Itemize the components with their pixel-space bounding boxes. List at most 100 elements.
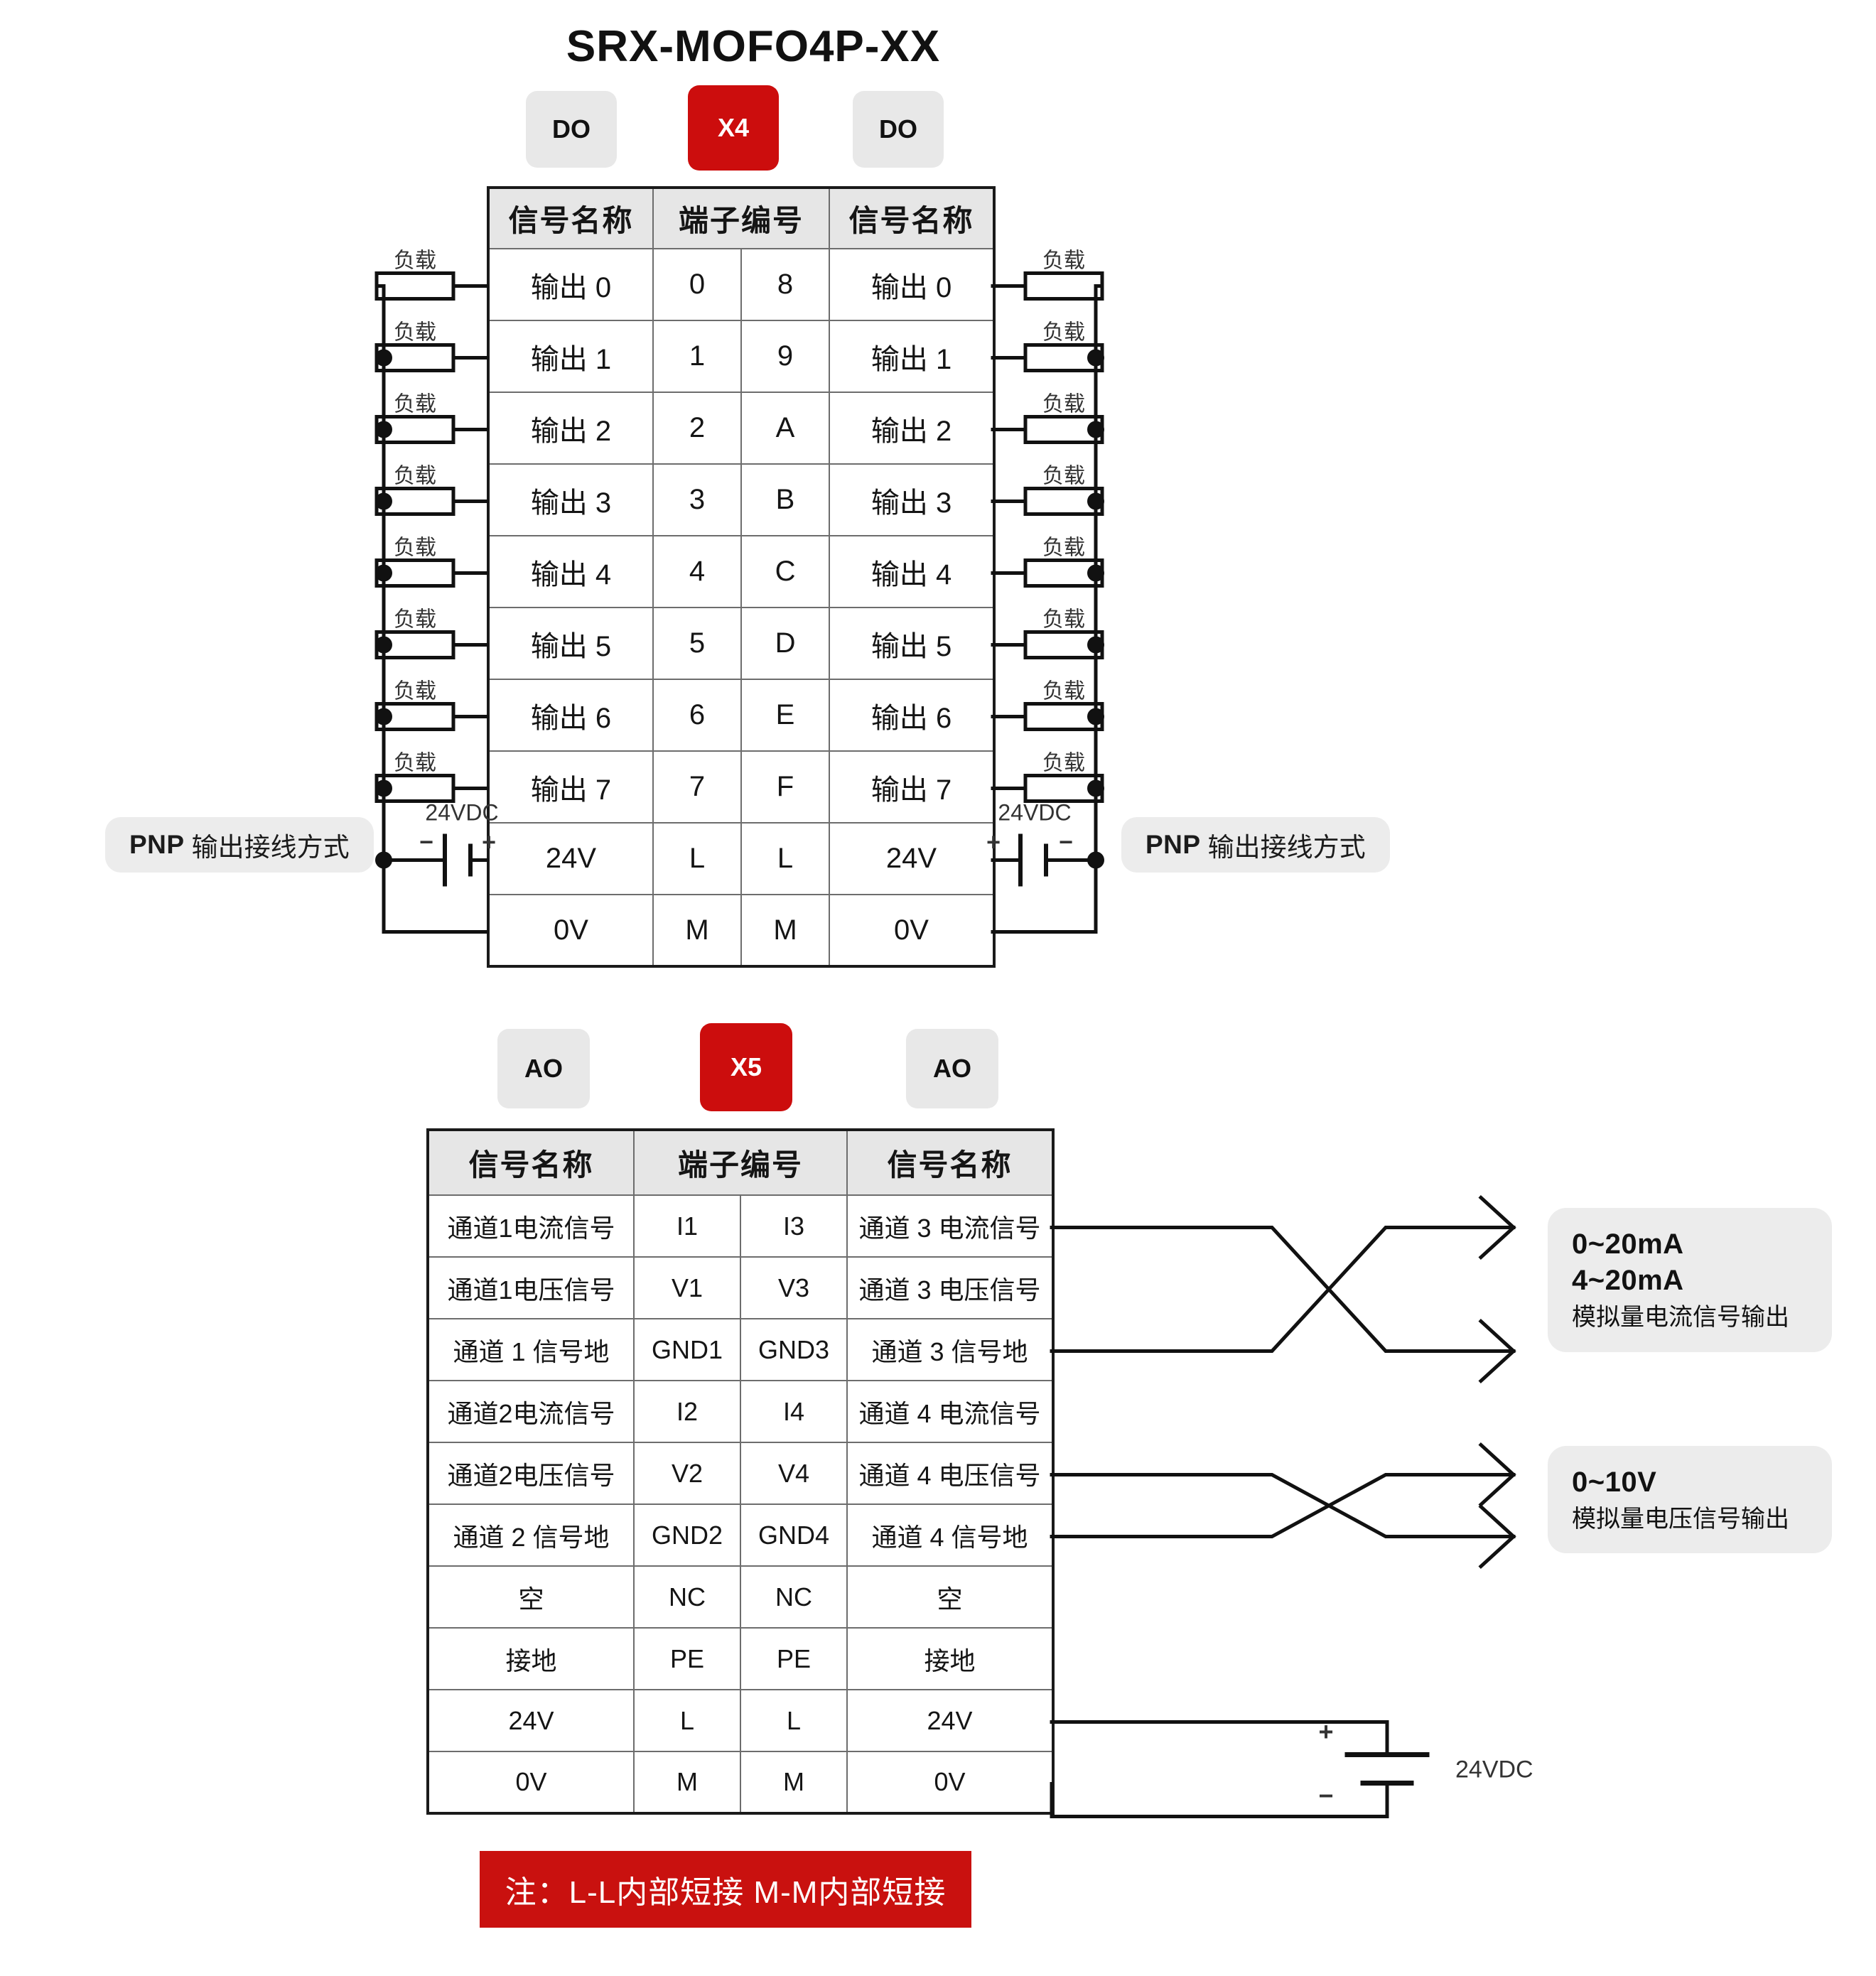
load-resistor-left-2 <box>374 415 455 444</box>
load-resistor-right-3 <box>1023 487 1104 516</box>
cell-terminal-right: PE <box>739 1627 848 1690</box>
load-label-right-5: 负载 <box>1042 608 1085 632</box>
wire-arrow-bottom-voltage <box>1478 1503 1516 1570</box>
cell-signal-right: 输出 2 <box>829 392 996 465</box>
cell-signal-left: 输出 3 <box>487 463 654 536</box>
cell-terminal-right: A <box>740 392 831 465</box>
junction-dot-left-7 <box>375 779 392 797</box>
col-header-signal-right: 信号名称 <box>846 1130 1055 1196</box>
cell-signal-right: 输出 1 <box>829 320 996 393</box>
pnp-left-text: 输出接线方式 <box>191 833 350 862</box>
anno-voltage-line2: 模拟量电压信号输出 <box>1572 1506 1789 1533</box>
cell-terminal-right: 8 <box>740 248 831 321</box>
cell-terminal-left: GND2 <box>633 1503 741 1567</box>
cell-signal-right: 接地 <box>846 1627 1055 1690</box>
load-resistor-right-7 <box>1023 774 1104 803</box>
junction-dot-right-1 <box>1087 349 1104 367</box>
load-resistor-left-4 <box>374 558 455 588</box>
battery2-plus-sign: + <box>1318 1717 1333 1746</box>
cell-terminal-right: GND4 <box>739 1503 848 1567</box>
junction-dot-left-2 <box>375 421 392 438</box>
col-header-signal-right: 信号名称 <box>829 188 996 249</box>
cell-signal-right: 输出 0 <box>829 248 996 321</box>
col-header-signal-left: 信号名称 <box>487 188 654 249</box>
cell-terminal-left: I2 <box>633 1380 741 1443</box>
cell-terminal-left: NC <box>633 1565 741 1629</box>
pnp-right-text: 输出接线方式 <box>1207 833 1366 862</box>
cell-terminal-right: F <box>740 750 831 824</box>
cell-signal-right: 24V <box>846 1689 1055 1752</box>
cell-signal-right: 通道 3 电压信号 <box>846 1256 1055 1319</box>
wire-twisted-a-current <box>1050 1226 1516 1353</box>
cell-terminal-right: L <box>740 822 831 895</box>
cell-terminal-left: M <box>633 1751 741 1814</box>
cell-signal-left: 通道1电流信号 <box>427 1194 635 1258</box>
wire-twisted-b-voltage <box>1050 1473 1516 1538</box>
table-header-row: 信号名称 端子编号 信号名称 <box>487 188 996 249</box>
cell-signal-right: 通道 3 信号地 <box>846 1318 1055 1381</box>
wire-supply2-plus <box>1050 1720 1389 1756</box>
load-resistor-left-7 <box>374 774 455 803</box>
wire-supply-right-return <box>991 858 1098 934</box>
cell-terminal-left: L <box>652 822 742 895</box>
cell-signal-right: 输出 5 <box>829 607 996 680</box>
cell-signal-right: 空 <box>846 1565 1055 1629</box>
cell-terminal-left: GND1 <box>633 1318 741 1381</box>
anno-voltage-line1: 0~10V <box>1572 1467 1657 1498</box>
page-title: SRX-MOFO4P-XX <box>566 22 941 71</box>
junction-dot-left-1 <box>375 349 392 367</box>
load-resistor-right-5 <box>1023 630 1104 659</box>
cell-terminal-right: M <box>739 1751 848 1814</box>
supply2-label: 24VDC <box>1455 1756 1533 1783</box>
cell-terminal-left: L <box>633 1689 741 1752</box>
load-label-left-0: 负载 <box>394 249 436 273</box>
note-banner: 注：L-L内部短接 M-M内部短接 <box>480 1851 971 1928</box>
col-header-signal-left: 信号名称 <box>427 1130 635 1196</box>
cell-terminal-left: 3 <box>652 463 742 536</box>
junction-dot-right-7 <box>1087 779 1104 797</box>
cell-signal-left: 输出 1 <box>487 320 654 393</box>
cell-signal-left: 通道1电压信号 <box>427 1256 635 1319</box>
load-label-left-2: 负载 <box>394 393 436 416</box>
table-header-row: 信号名称 端子编号 信号名称 <box>427 1130 1055 1196</box>
cell-signal-left: 输出 7 <box>487 750 654 824</box>
junction-dot-right-6 <box>1087 708 1104 725</box>
junction-dot-right-supply <box>1087 851 1104 869</box>
chip-x4: X4 <box>688 85 779 171</box>
cell-signal-right: 输出 4 <box>829 535 996 608</box>
cell-signal-left: 输出 2 <box>487 392 654 465</box>
cell-terminal-right: GND3 <box>739 1318 848 1381</box>
cell-signal-right: 0V <box>846 1751 1055 1814</box>
cell-terminal-right: L <box>739 1689 848 1752</box>
junction-dot-right-5 <box>1087 636 1104 654</box>
cell-terminal-right: 9 <box>740 320 831 393</box>
annotation-voltage-output: 0~10V 模拟量电压信号输出 <box>1548 1446 1832 1554</box>
load-resistor-right-0 <box>1023 271 1104 301</box>
load-label-right-1: 负载 <box>1042 321 1085 345</box>
load-resistor-left-6 <box>374 702 455 731</box>
cell-terminal-right: I4 <box>739 1380 848 1443</box>
junction-dot-left-4 <box>375 564 392 582</box>
junction-dot-left-3 <box>375 492 392 510</box>
cell-signal-left: 接地 <box>427 1627 635 1690</box>
cell-terminal-left: PE <box>633 1627 741 1690</box>
cell-signal-right: 通道 3 电流信号 <box>846 1194 1055 1258</box>
load-label-left-5: 负载 <box>394 608 436 632</box>
load-resistor-right-4 <box>1023 558 1104 588</box>
chip-do-right: DO <box>853 91 944 168</box>
cell-terminal-left: I1 <box>633 1194 741 1258</box>
cell-terminal-right: D <box>740 607 831 680</box>
load-resistor-left-5 <box>374 630 455 659</box>
